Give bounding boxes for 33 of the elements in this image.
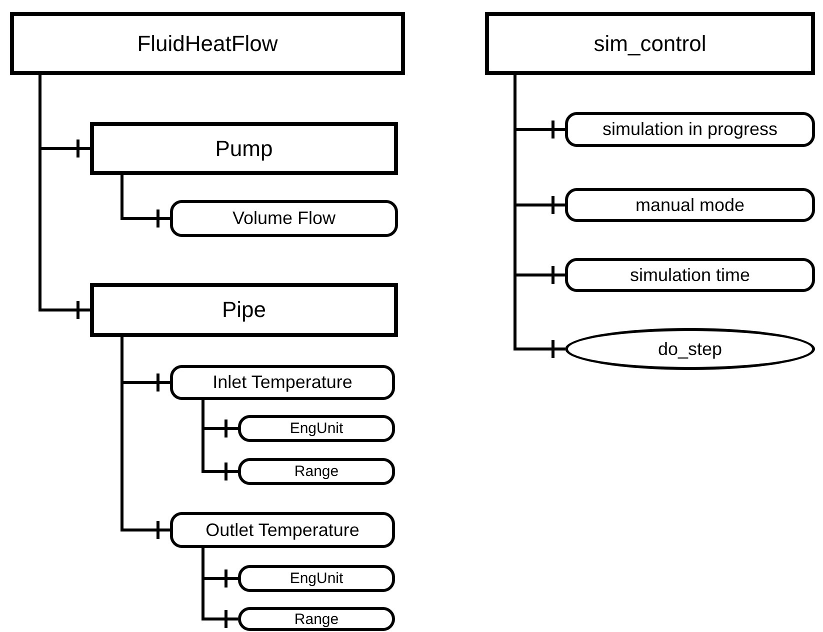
node-label: Pump bbox=[215, 136, 273, 162]
node-label: manual mode bbox=[635, 194, 745, 216]
attribute-box bbox=[170, 512, 395, 548]
attribute-box bbox=[238, 415, 395, 442]
attribute-box bbox=[170, 365, 395, 400]
attribute-box bbox=[170, 200, 398, 237]
class-box bbox=[10, 12, 405, 75]
node-label: Outlet Temperature bbox=[206, 520, 360, 540]
node-label: simulation in progress bbox=[602, 119, 778, 140]
attribute-box bbox=[238, 565, 395, 592]
attribute-box bbox=[565, 188, 815, 222]
node-label: Volume Flow bbox=[232, 208, 336, 229]
attribute-box bbox=[238, 458, 395, 485]
node-label: EngUnit bbox=[290, 420, 344, 437]
node-label: do_step bbox=[658, 338, 722, 360]
class-box bbox=[90, 122, 398, 175]
node-label: sim_control bbox=[594, 30, 706, 56]
node-label: Inlet Temperature bbox=[212, 372, 352, 393]
node-label: EngUnit bbox=[290, 570, 344, 587]
class-box bbox=[485, 12, 815, 75]
attribute-box bbox=[565, 112, 815, 147]
node-label: Range bbox=[294, 463, 339, 480]
attribute-box bbox=[565, 258, 815, 292]
node-label: Range bbox=[294, 610, 339, 628]
node-label: FluidHeatFlow bbox=[137, 30, 278, 56]
connector bbox=[38, 75, 90, 320]
node-label: Pipe bbox=[222, 297, 266, 323]
class-box bbox=[90, 283, 398, 337]
node-label: simulation time bbox=[630, 264, 750, 286]
connector bbox=[120, 337, 170, 540]
attribute-box bbox=[238, 607, 395, 631]
connector bbox=[120, 175, 170, 229]
connector bbox=[514, 75, 565, 360]
